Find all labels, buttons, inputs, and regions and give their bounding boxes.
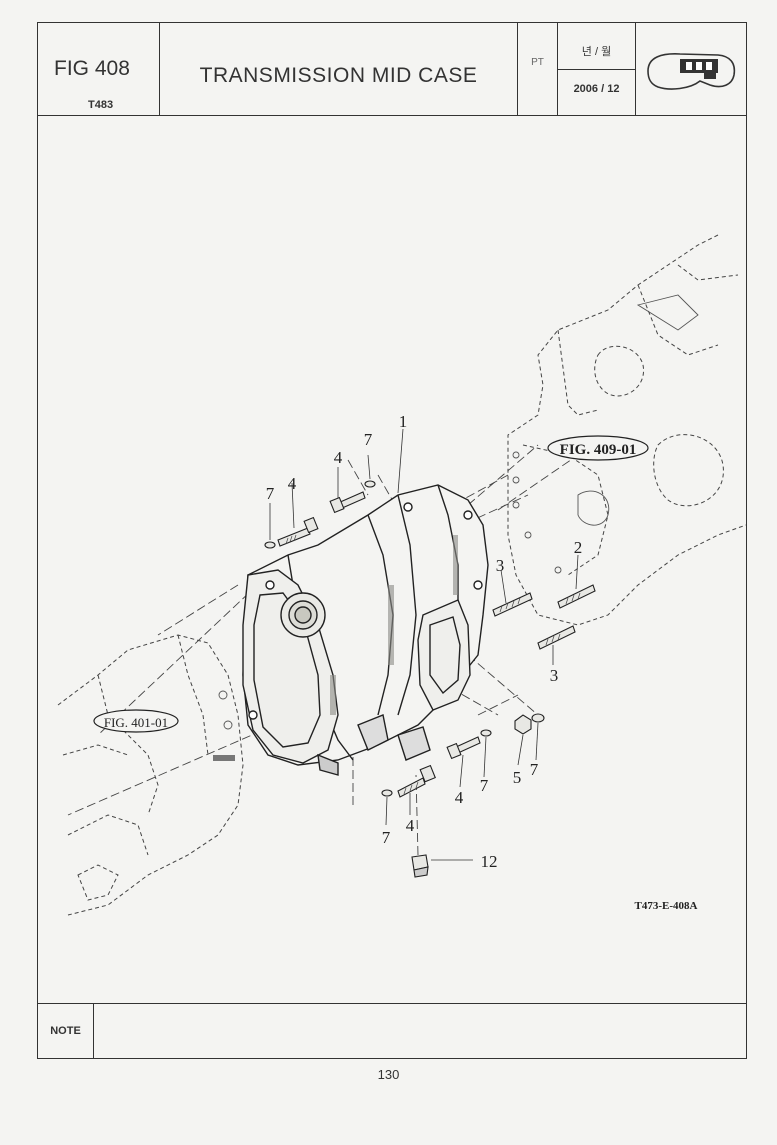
- callout-numbers: 1 7 4 7 4 3 2 3 5 7 4 7 7 4 12: [266, 412, 583, 871]
- mid-case-shading: [330, 535, 458, 715]
- callout-7-lower: 7: [480, 776, 489, 795]
- fig-ref-ellipse-401: [93, 709, 179, 733]
- fig-code: T483: [88, 99, 114, 111]
- page-number: 130: [377, 1067, 400, 1082]
- callout-4-top: 4: [334, 448, 343, 467]
- callout-2: 2: [574, 538, 583, 557]
- callout-3-upper: 3: [496, 556, 505, 575]
- fig-ref-ellipse-409: [547, 435, 649, 461]
- fig-ref-409: FIG. 409-01: [560, 442, 637, 458]
- title-cell: TRANSMISSION MID CASE: [160, 23, 518, 115]
- callout-7-right: 7: [530, 760, 539, 779]
- thread-hatching: [285, 534, 581, 795]
- callout-4-lower: 4: [455, 788, 464, 807]
- page-title: TRANSMISSION MID CASE: [199, 64, 478, 87]
- front-case-outline: [57, 634, 244, 916]
- callout-4-bottom: 4: [406, 816, 415, 835]
- rear-case-detail: [512, 294, 699, 574]
- callout-1: 1: [399, 412, 408, 431]
- fig-cell: FIG 408 T483: [38, 23, 160, 115]
- callout-7-left: 7: [266, 484, 275, 503]
- issue-date: 2006 / 12: [573, 83, 620, 95]
- note-label: NOTE: [38, 1004, 94, 1059]
- callout-7-bottom: 7: [382, 828, 391, 847]
- note-row: NOTE: [38, 1003, 746, 1059]
- pt-cell: PT: [518, 23, 558, 115]
- exploded-parts-drawing: FIG. 409-01 FIG. 401-01 1 7 4 7 4 3 2 3 …: [57, 234, 746, 916]
- pt-label: PT: [531, 57, 544, 68]
- fig-label: FIG 408: [54, 57, 130, 80]
- header: FIG 408 T483 TRANSMISSION MID CASE PT 년 …: [38, 23, 746, 116]
- date-cell: 년 / 월 2006 / 12: [558, 23, 636, 115]
- tractor-logo-icon: [647, 53, 736, 90]
- leader-lines: [269, 428, 579, 861]
- front-case-detail: [213, 690, 235, 761]
- year-month-label: 년 / 월: [581, 46, 612, 58]
- callout-12: 12: [481, 852, 498, 871]
- mid-case-body: [242, 484, 489, 776]
- drawing-code: T473-E-408A: [635, 900, 698, 912]
- logo-cell: [636, 23, 746, 115]
- fig-ref-401: FIG. 401-01: [104, 715, 168, 730]
- callout-7-top: 7: [364, 430, 373, 449]
- callout-3-lower: 3: [550, 666, 559, 685]
- callout-4-left: 4: [288, 474, 297, 493]
- page-frame: FIG 408 T483 TRANSMISSION MID CASE PT 년 …: [37, 22, 747, 1059]
- rear-case-outline: [507, 234, 746, 626]
- callout-5: 5: [513, 768, 522, 787]
- fasteners: [264, 480, 596, 878]
- divider: [558, 69, 635, 70]
